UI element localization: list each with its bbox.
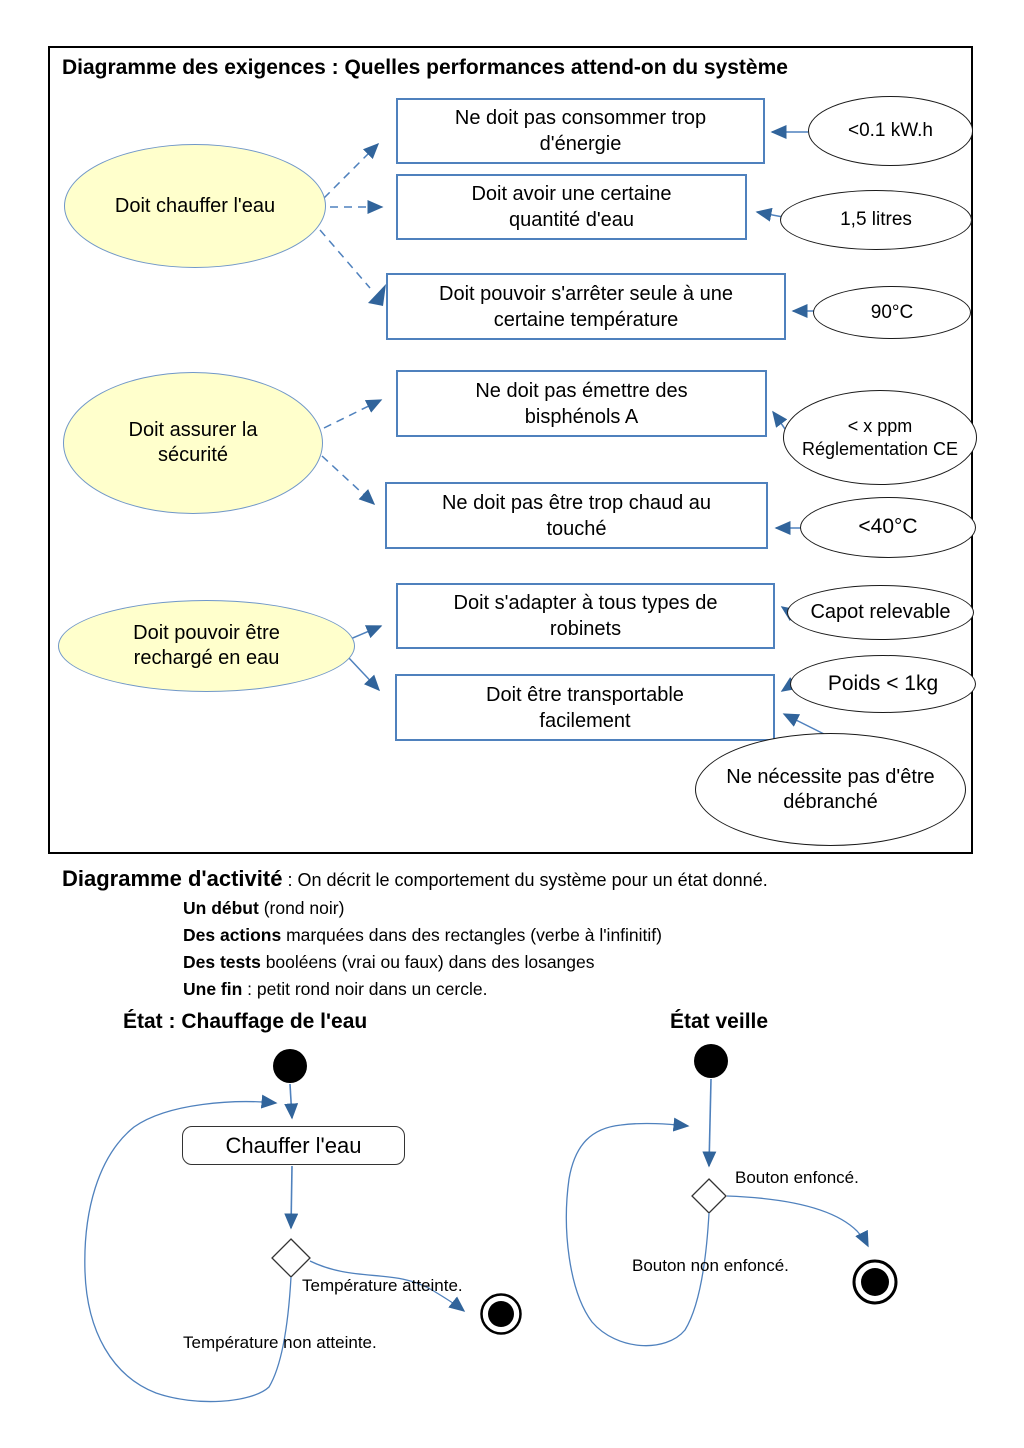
label-temperature-non-atteinte: Température non atteinte. <box>183 1333 377 1352</box>
edge-start-decision-standby <box>702 1078 717 1168</box>
value-label-line1: < x ppm <box>847 416 913 436</box>
requirement-bisphenol: Ne doit pas émettre des bisphénols A <box>396 370 767 437</box>
edge-quantite-valeur <box>755 207 784 222</box>
bullet-bold: Des actions <box>183 925 282 945</box>
edge-chauffer-energie <box>323 142 380 199</box>
value-label: 90°C <box>870 301 914 323</box>
end-node-heating-core <box>488 1301 514 1327</box>
requirement-transportable: Doit être transportable facilement <box>395 674 775 741</box>
value-capot: Capot relevable <box>787 585 974 640</box>
value-temperature-touche: <40°C <box>800 497 976 558</box>
requirement-energie: Ne doit pas consommer trop d'énergie <box>396 98 765 164</box>
edge-true-heating <box>309 1260 466 1312</box>
value-label: Capot relevable <box>810 601 951 623</box>
label-bouton-enfonce: Bouton enfoncé. <box>735 1168 859 1187</box>
usecase-label: Doit assurer la sécurité <box>128 419 258 466</box>
label-temperature-atteinte: Température atteinte. <box>302 1276 463 1295</box>
usecase-chauffer-eau: Doit chauffer l'eau <box>64 144 326 268</box>
usecase-label: Doit pouvoir être rechargé en eau <box>133 622 280 669</box>
start-node-standby <box>694 1044 728 1078</box>
value-label: Poids < 1kg <box>827 671 939 695</box>
edge-recharge-transport <box>347 656 381 692</box>
requirement-label: Doit être transportable facilement <box>486 683 684 732</box>
bullet-rest: (rond noir) <box>258 898 345 918</box>
value-ppm-reglementation: < x ppm Réglementation CE <box>783 390 977 485</box>
bullet-rest: marquées dans des rectangles (verbe à l'… <box>281 925 662 945</box>
value-volume: 1,5 litres <box>780 190 972 250</box>
activity-heating-title: État : Chauffage de l'eau <box>123 1010 368 1033</box>
edge-chauffer-arret <box>319 229 371 289</box>
edge-false-loop-standby <box>565 1117 710 1347</box>
action-chauffer-eau: Chauffer l'eau <box>182 1126 405 1165</box>
requirement-arret-temperature: Doit pouvoir s'arrêter seule à une certa… <box>386 273 786 340</box>
requirement-label: Ne doit pas émettre des bisphénols A <box>475 379 688 428</box>
value-label: Ne nécessite pas d'être débranché <box>726 765 935 813</box>
usecase-assurer-securite: Doit assurer la sécurité <box>63 372 323 514</box>
intro-bullet-tests: Des tests booléens (vrai ou faux) dans d… <box>183 952 595 973</box>
requirement-label: Doit s'adapter à tous types de robinets <box>453 592 718 640</box>
bullet-bold: Un début <box>183 898 259 918</box>
intro-bullet-fin: Une fin : petit rond noir dans un cercle… <box>183 979 487 1000</box>
requirement-quantite-eau: Doit avoir une certaine quantité d'eau <box>396 174 747 240</box>
arrowhead-arret <box>368 284 386 306</box>
activity-intro-heading-rest: : On décrit le comportement du système p… <box>282 870 768 890</box>
requirement-robinets: Doit s'adapter à tous types de robinets <box>396 583 775 649</box>
requirement-pas-trop-chaud: Ne doit pas être trop chaud au touché <box>385 482 768 549</box>
value-label: <0.1 kW.h <box>847 120 934 142</box>
bullet-rest: booléens (vrai ou faux) dans des losange… <box>260 952 595 972</box>
edge-true-standby <box>726 1195 869 1248</box>
value-label-line2: Réglementation CE <box>801 438 959 459</box>
action-label: Chauffer l'eau <box>225 1132 362 1158</box>
value-label: 1,5 litres <box>840 209 912 231</box>
value-energie: <0.1 kW.h <box>808 96 973 166</box>
intro-bullet-debut: Un début (rond noir) <box>183 898 344 919</box>
value-poids: Poids < 1kg <box>790 655 976 713</box>
activity-standby-title: État veille <box>670 1010 769 1033</box>
activity-intro-heading: Diagramme d'activité : On décrit le comp… <box>62 866 768 892</box>
value-label: <40°C <box>858 515 918 539</box>
intro-bullet-actions: Des actions marquées dans des rectangles… <box>183 925 662 946</box>
edge-recharge-robinets <box>347 625 383 641</box>
start-node-heating <box>273 1049 307 1083</box>
bullet-rest: : petit rond noir dans un cercle. <box>242 979 488 999</box>
requirement-label: Ne doit pas être trop chaud au touché <box>441 491 712 540</box>
label-bouton-non-enfonce: Bouton non enfoncé. <box>632 1256 789 1275</box>
value-debranche: Ne nécessite pas d'être débranché <box>695 733 966 846</box>
edge-action-decision-heating <box>284 1165 299 1230</box>
bullet-bold: Une fin <box>183 979 243 999</box>
end-node-standby-core <box>861 1268 889 1296</box>
bullet-bold: Des tests <box>183 952 261 972</box>
edge-securite-bisphenol <box>323 399 383 429</box>
edge-start-action-heating <box>284 1083 299 1120</box>
usecase-label: Doit chauffer l'eau <box>114 194 276 217</box>
value-temperature-arret: 90°C <box>813 286 971 339</box>
requirement-label: Doit pouvoir s'arrêter seule à une certa… <box>439 282 733 331</box>
activity-intro-heading-bold: Diagramme d'activité <box>62 866 283 891</box>
decision-diamond-standby <box>691 1178 727 1214</box>
usecase-recharge-eau: Doit pouvoir être rechargé en eau <box>58 600 355 692</box>
requirement-label: Doit avoir une certaine quantité d'eau <box>471 183 672 231</box>
edge-securite-chaud <box>321 455 376 506</box>
requirement-label: Ne doit pas consommer trop d'énergie <box>454 107 707 155</box>
edge-false-loop-heating <box>84 1094 292 1403</box>
requirements-diagram-title: Diagramme des exigences : Quelles perfor… <box>62 56 788 79</box>
decision-diamond-heating <box>271 1238 311 1278</box>
